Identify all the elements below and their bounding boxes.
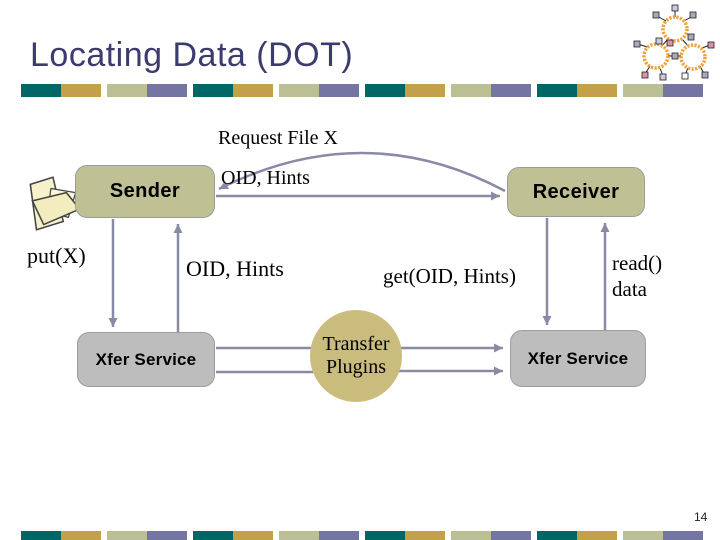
bar-segment-purple xyxy=(491,84,531,97)
bar-segment-gold xyxy=(577,84,617,97)
receiver-node: Receiver xyxy=(507,167,645,217)
bar-segment-purple xyxy=(663,84,703,97)
xfer-service-right-node: Xfer Service xyxy=(510,330,646,387)
xfer-service-right-label: Xfer Service xyxy=(527,348,629,368)
bar-segment-teal xyxy=(537,531,577,540)
sender-label: Sender xyxy=(109,180,181,202)
bar-segment-teal xyxy=(365,531,405,540)
bar-segment-purple xyxy=(319,531,359,540)
bar-segment-gold xyxy=(577,531,617,540)
bar-segment-olive xyxy=(107,84,147,97)
bar-segment-purple xyxy=(663,531,703,540)
transfer-plugins-label-line2: Plugins xyxy=(325,356,387,378)
oid-hints-mid-label: OID, Hints xyxy=(186,256,284,281)
xfer-service-left-node: Xfer Service xyxy=(77,332,215,387)
bar-segment-teal xyxy=(193,84,233,97)
oid-hints-top-label: OID, Hints xyxy=(221,167,310,189)
bar-segment-gold xyxy=(61,531,101,540)
page-title: Locating Data (DOT) xyxy=(30,36,354,74)
bar-segment-gold xyxy=(233,531,273,540)
bar-segment-teal xyxy=(21,84,61,97)
bar-segment-olive xyxy=(451,531,491,540)
read-label-line1: read() xyxy=(612,251,663,275)
get-oid-hints-label: get(OID, Hints) xyxy=(383,264,516,288)
transfer-plugins-node: Transfer Plugins xyxy=(310,310,402,402)
read-label-line2: data xyxy=(612,277,647,302)
receiver-label: Receiver xyxy=(532,180,620,203)
bar-segment-teal xyxy=(365,84,405,97)
bottom-divider-bar xyxy=(21,531,703,540)
bar-segment-olive xyxy=(451,84,491,97)
request-file-label: Request File X xyxy=(218,127,338,149)
xfer-service-left-label: Xfer Service xyxy=(95,349,197,369)
bar-segment-gold xyxy=(61,84,101,97)
bar-segment-teal xyxy=(193,531,233,540)
transfer-plugins-label-line1: Transfer xyxy=(322,333,390,355)
top-divider-bar xyxy=(21,84,703,97)
bar-segment-teal xyxy=(21,531,61,540)
bar-segment-teal xyxy=(537,84,577,97)
bar-segment-purple xyxy=(319,84,359,97)
bar-segment-purple xyxy=(147,531,187,540)
bar-segment-gold xyxy=(405,84,445,97)
sender-node: Sender xyxy=(75,165,215,218)
bar-segment-purple xyxy=(491,531,531,540)
bar-segment-olive xyxy=(279,84,319,97)
bar-segment-olive xyxy=(107,531,147,540)
bar-segment-olive xyxy=(623,84,663,97)
bar-segment-purple xyxy=(147,84,187,97)
bar-segment-olive xyxy=(279,531,319,540)
dot-network-logo-icon xyxy=(633,4,715,81)
bar-segment-gold xyxy=(405,531,445,540)
read-data-label: read() data xyxy=(612,250,662,303)
put-x-label: put(X) xyxy=(27,243,86,268)
bar-segment-olive xyxy=(623,531,663,540)
page-number: 14 xyxy=(694,510,708,524)
bar-segment-gold xyxy=(233,84,273,97)
